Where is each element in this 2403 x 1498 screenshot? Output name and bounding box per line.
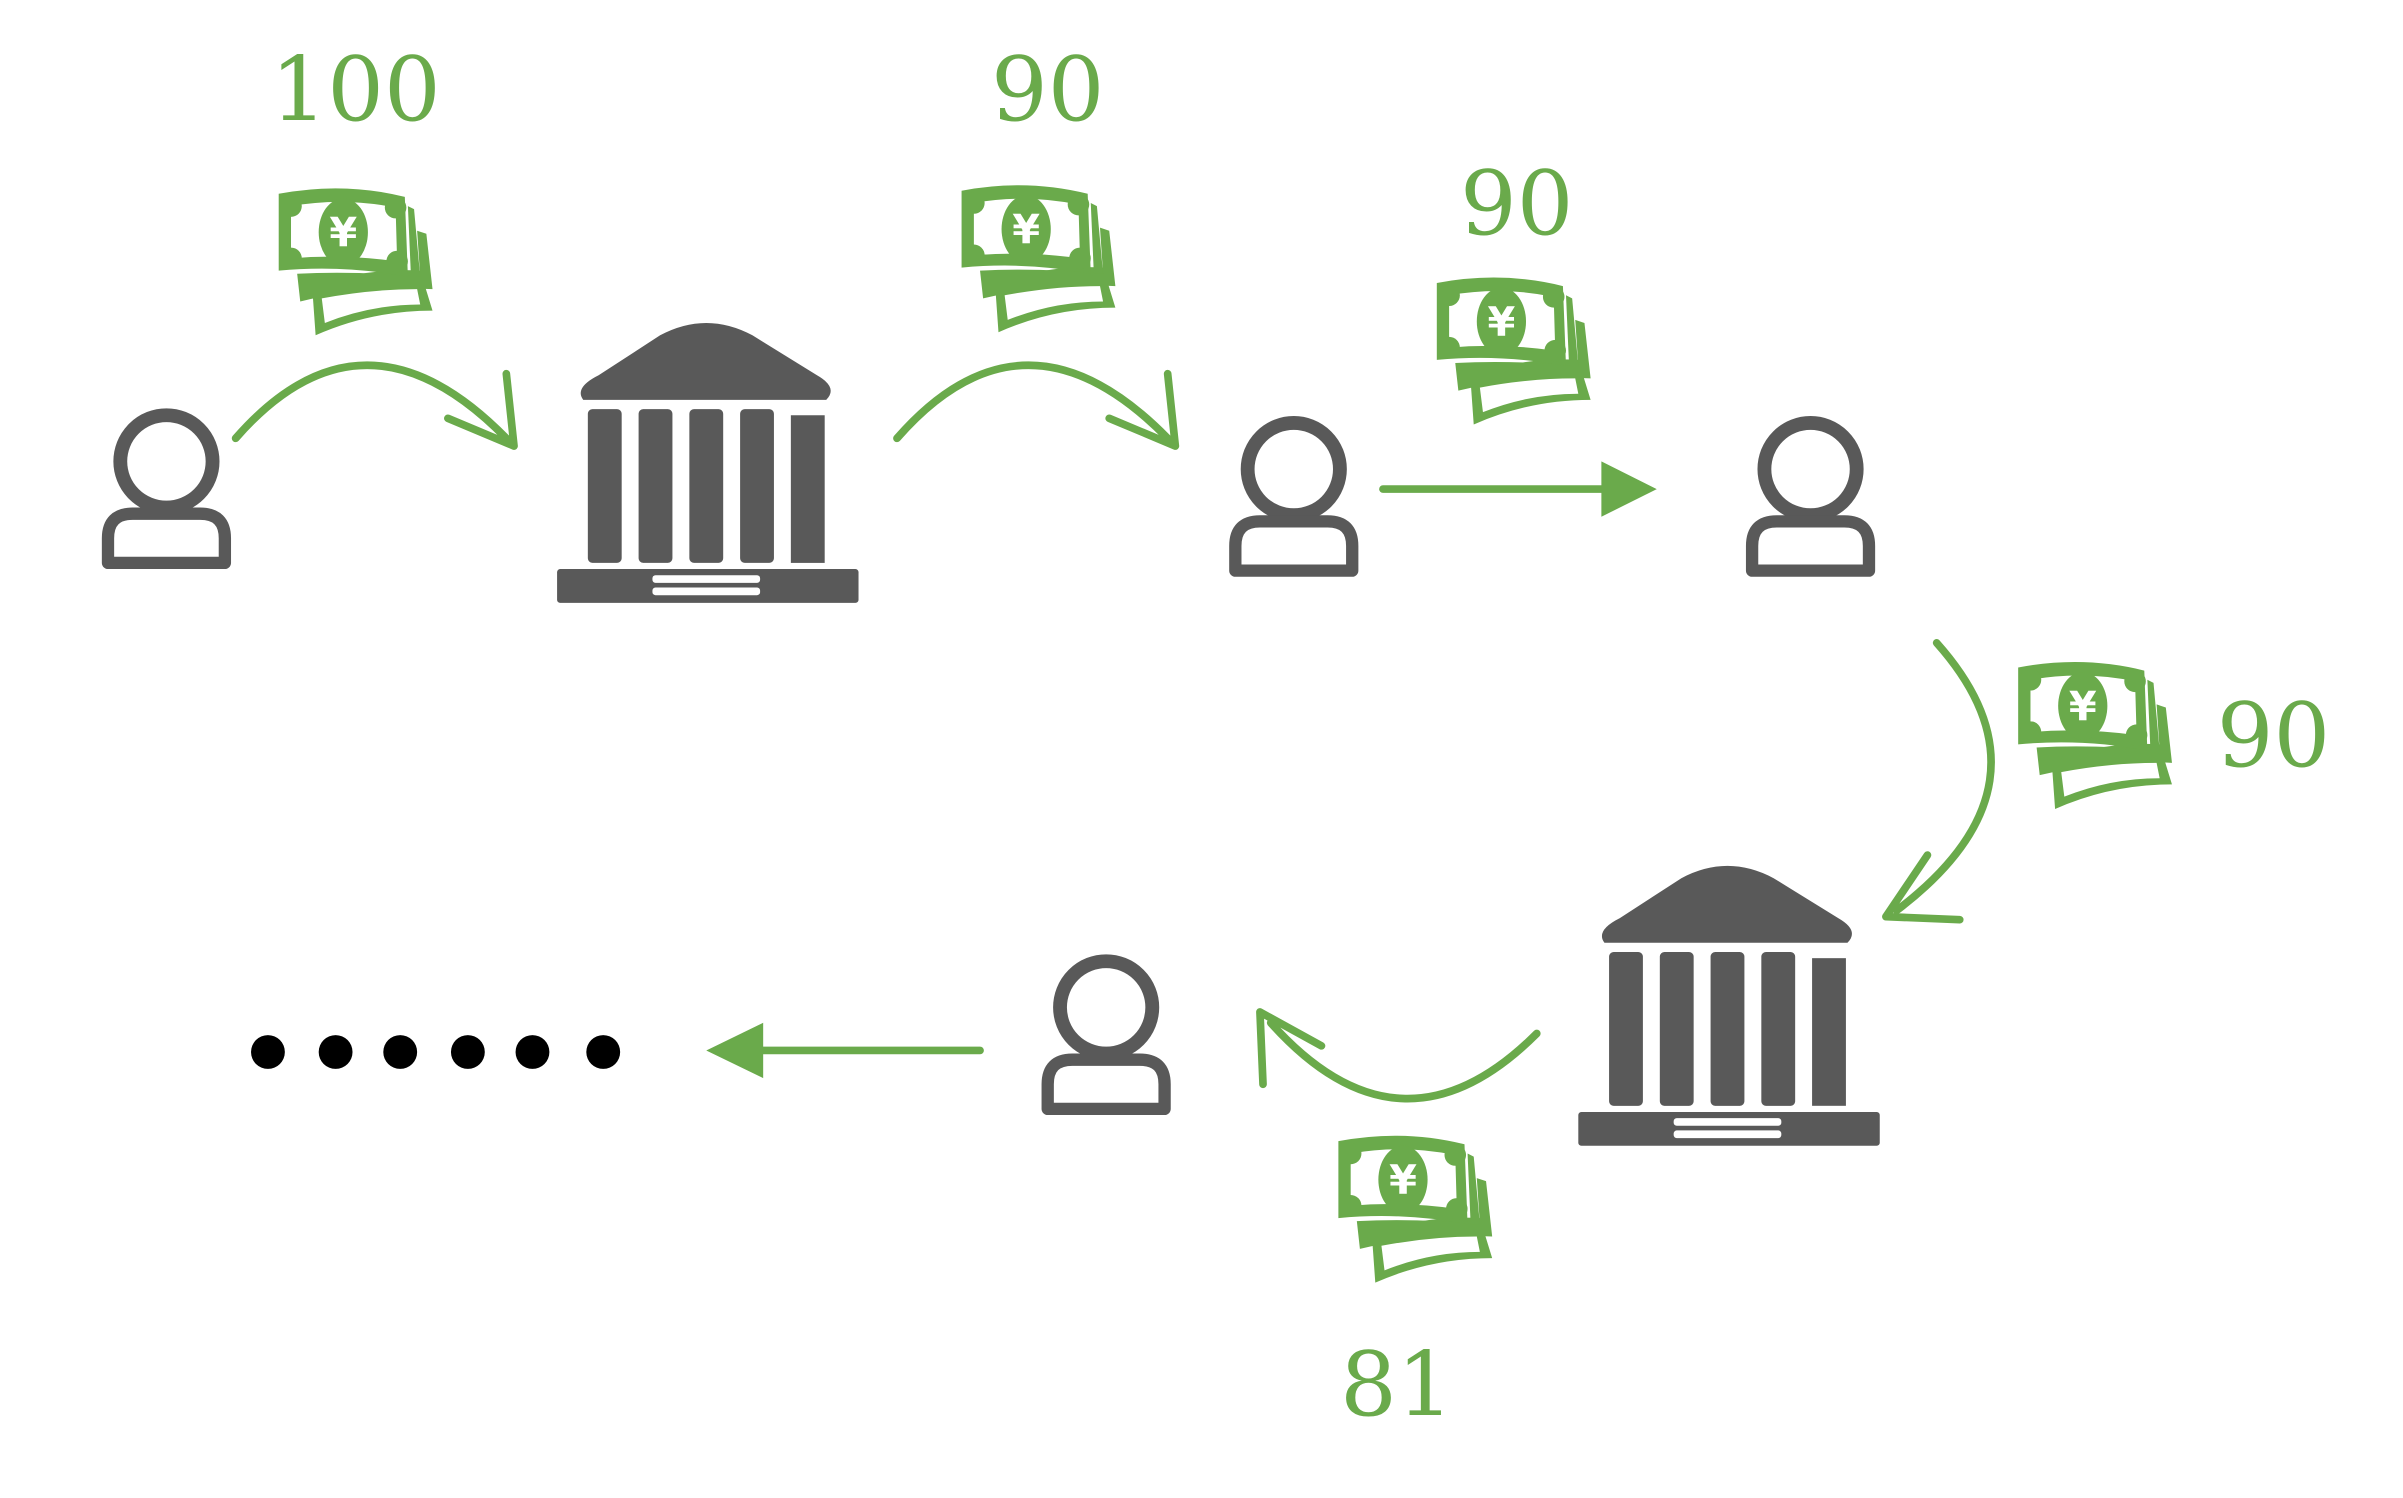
amount-label: 90 — [2217, 684, 2331, 788]
svg-text:¥: ¥ — [1389, 1157, 1417, 1203]
svg-text:¥: ¥ — [329, 210, 357, 256]
yen-banknotes-icon: ¥ — [961, 185, 1116, 333]
yen-banknotes-icon: ¥ — [1436, 277, 1591, 425]
ellipsis-dots — [251, 1035, 621, 1069]
arrowhead-icon — [1601, 461, 1657, 517]
svg-text:¥: ¥ — [1012, 207, 1040, 253]
amount-label: 90 — [991, 38, 1104, 142]
bank-icon — [1578, 865, 1880, 1146]
amount-label: 90 — [1460, 152, 1574, 256]
yen-banknotes-icon: ¥ — [278, 188, 433, 336]
yen-banknotes-icon: ¥ — [1338, 1135, 1493, 1283]
arrowhead-icon — [706, 1022, 764, 1079]
person-icon — [1752, 423, 1869, 571]
person-icon — [1048, 961, 1165, 1109]
person-icon — [1235, 423, 1352, 571]
amount-label: 81 — [1340, 1333, 1454, 1437]
curved-arrow-icon — [1882, 639, 1995, 924]
curved-arrow-icon — [231, 361, 518, 450]
amount-label: 100 — [270, 38, 440, 142]
curved-arrow-icon — [1256, 1008, 1541, 1103]
curved-arrow-icon — [893, 361, 1180, 450]
person-icon — [108, 415, 225, 563]
svg-text:¥: ¥ — [2069, 684, 2097, 730]
bank-icon — [557, 322, 859, 603]
svg-text:¥: ¥ — [1488, 299, 1516, 345]
yen-banknotes-icon: ¥ — [2018, 662, 2172, 809]
